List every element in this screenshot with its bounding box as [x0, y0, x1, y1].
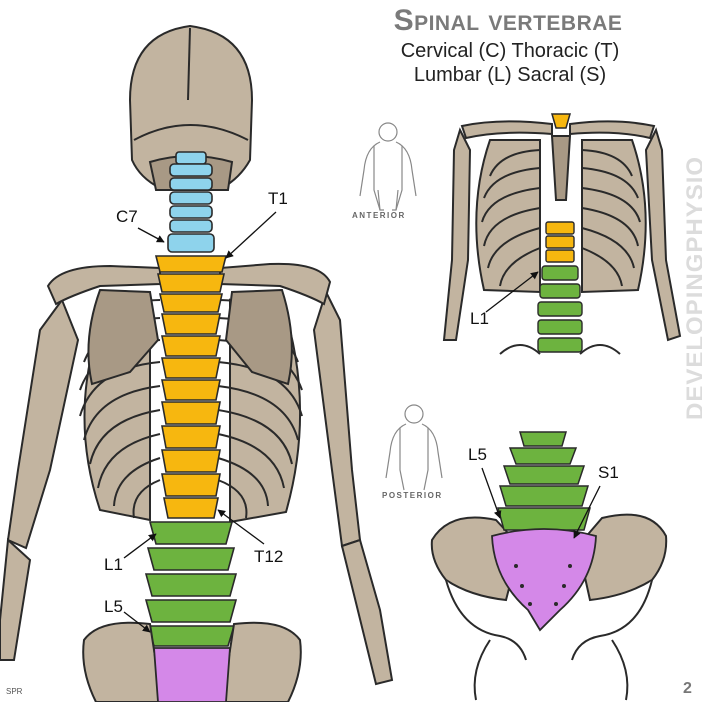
left-forearm — [0, 537, 32, 661]
right-scapula — [224, 288, 293, 386]
pelvis-right-ilium — [576, 513, 668, 602]
thoracic-vertebrae — [154, 255, 228, 519]
right-humerus — [312, 289, 362, 548]
brand-watermark: DEVELOPINGPHYSIO — [682, 155, 702, 420]
cervical-vertebrae — [167, 151, 215, 253]
subtitle-line-2: Lumbar (L) Sacral (S) — [413, 64, 607, 86]
label-l1: L1 — [104, 555, 123, 574]
skull — [128, 24, 254, 189]
left-ilium — [82, 621, 164, 702]
label-l1-anterior: L1 — [470, 309, 489, 328]
artist-credit: SPR — [6, 687, 23, 696]
label-t1: T1 — [268, 189, 288, 208]
label-l5-posterior: L5 — [468, 445, 487, 464]
subtitle-line-1: Cervical (C) Thoracic (T) — [400, 40, 620, 62]
label-s1: S1 — [598, 463, 619, 482]
anterior-ribcage: L1 — [442, 113, 682, 355]
label-t12: T12 — [254, 547, 283, 566]
label-c7: C7 — [116, 207, 138, 226]
right-forearm — [340, 538, 394, 686]
lumbar-vertebrae — [144, 521, 238, 647]
posterior-labels: C7 T1 L1 T12 L5 — [104, 189, 288, 633]
pelvis-sacrum — [491, 528, 597, 632]
page-title: Spinal vertebrae — [393, 4, 623, 37]
posterior-figure-icon — [385, 404, 443, 491]
view-label-anterior: ANTERIOR — [352, 211, 406, 220]
view-label-posterior: POSTERIOR — [382, 491, 443, 500]
posterior-skeleton — [0, 24, 394, 702]
left-humerus — [6, 297, 80, 550]
right-ilium — [220, 621, 302, 702]
page-number: 2 — [683, 680, 692, 697]
anterior-figure-icon — [359, 122, 417, 211]
posterior-pelvis: L5 S1 — [430, 431, 668, 701]
sacrum — [153, 647, 231, 702]
left-scapula — [87, 288, 160, 386]
label-l5: L5 — [104, 597, 123, 616]
